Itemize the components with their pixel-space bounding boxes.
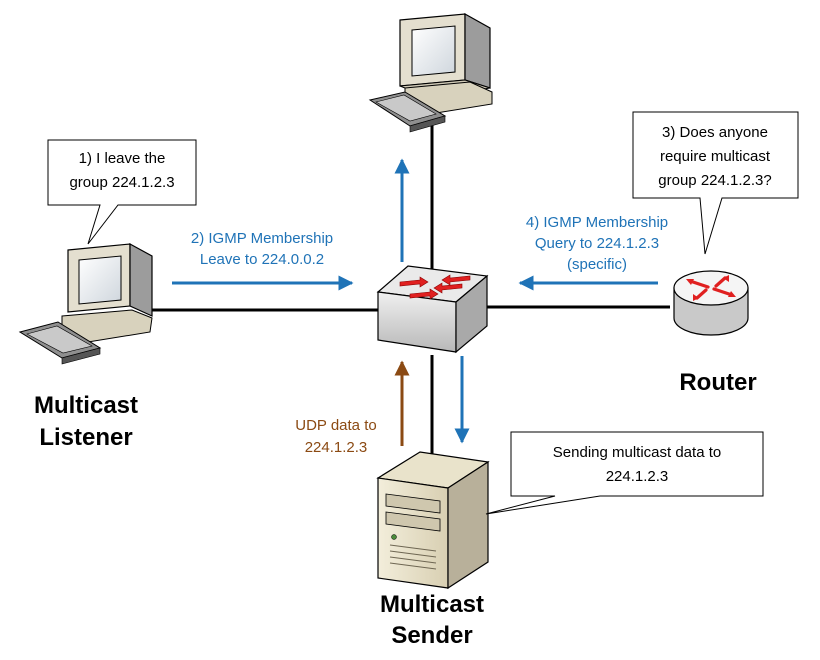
udp-message-line1: UDP data to (295, 417, 376, 434)
sender-server-icon (376, 451, 490, 590)
callout-leave-line1: 1) I leave the (79, 150, 166, 167)
callout-query-line1: 3) Does anyone (662, 124, 768, 141)
callout-leave-line2: group 224.1.2.3 (69, 174, 174, 191)
callout-query-line3: group 224.1.2.3? (658, 172, 771, 189)
callout-query-line2: require multicast (660, 148, 771, 165)
router-icon (673, 270, 749, 336)
network-links (150, 100, 670, 460)
sender-label-line1: Multicast (380, 591, 484, 618)
callout-sending-line2: 224.1.2.3 (606, 468, 669, 485)
leave-message-line2: Leave to 224.0.0.2 (200, 251, 324, 268)
top-host-computer-icon (368, 12, 493, 133)
router-label: Router (679, 369, 756, 396)
igmp-switch-icon (376, 265, 489, 354)
leave-message-line1: 2) IGMP Membership (191, 230, 333, 247)
listener-computer-icon (18, 242, 153, 365)
sender-label-line2: Sender (391, 622, 472, 649)
callout-sending: Sending multicast data to 224.1.2.3 (485, 431, 764, 515)
query-message-line2: Query to 224.1.2.3 (535, 235, 659, 252)
listener-label-line1: Multicast (34, 392, 138, 419)
query-message-line3: (specific) (567, 256, 627, 273)
udp-message-line2: 224.1.2.3 (305, 439, 368, 456)
callout-leave: 1) I leave the group 224.1.2.3 (47, 139, 197, 245)
query-message-line1: 4) IGMP Membership (526, 214, 668, 231)
message-arrows (172, 158, 658, 446)
callout-sending-line1: Sending multicast data to (553, 444, 721, 461)
callout-query-question: 3) Does anyone require multicast group 2… (632, 111, 799, 255)
listener-label-line2: Listener (39, 424, 132, 451)
